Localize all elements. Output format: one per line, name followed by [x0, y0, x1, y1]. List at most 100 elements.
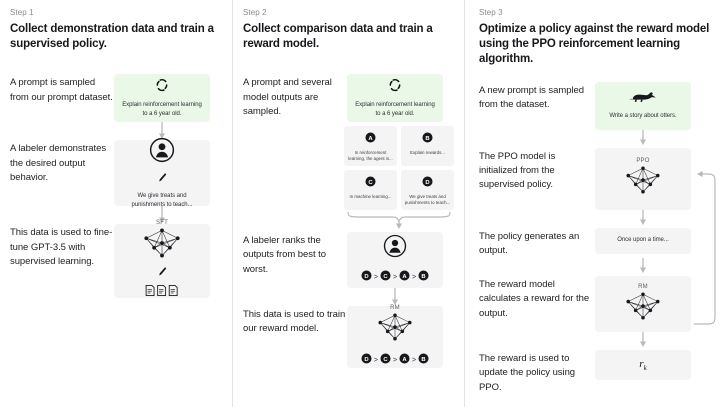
step-3-caption-3: The policy generates an output. — [479, 230, 580, 256]
svg-text:B: B — [425, 136, 429, 142]
ppo-model-box: PPO — [595, 147, 691, 210]
person-icon — [149, 137, 175, 168]
prompt-box-step1: Explain reinforcement learning to a 6 ye… — [114, 74, 210, 123]
option-card: B Explain rewards... — [401, 126, 454, 167]
step-1-caption-1: A prompt is sampled from our prompt data… — [10, 77, 113, 103]
option-text-c: In machine learning... — [349, 194, 392, 200]
arrow-down-icon — [114, 206, 210, 224]
rank-badge-1: D — [361, 268, 372, 286]
letter-badge-d: D — [422, 174, 433, 192]
rank-separator: > — [392, 356, 398, 364]
step-3-row-5: The reward is used to update the policy … — [479, 350, 710, 395]
step-2-caption-1: A prompt and several model outputs are s… — [243, 77, 332, 117]
rank-separator: > — [412, 273, 417, 281]
step-1-column: Step 1 Collect demonstration data and tr… — [0, 0, 232, 407]
step-3-row-1: A new prompt is sampled from the dataset… — [479, 81, 710, 130]
pencil-icon — [158, 170, 167, 188]
prompt-text-step3: Write a story about otters. — [609, 113, 677, 120]
step-3-title: Optimize a policy against the reward mod… — [479, 23, 710, 66]
svg-text:C: C — [383, 357, 388, 363]
neural-network-icon — [622, 291, 664, 325]
reward-symbol: rk — [639, 357, 647, 373]
step-2-column: Step 2 Collect comparison data and train… — [232, 0, 464, 407]
neural-network-icon — [622, 166, 664, 199]
step-1-graphic-1: Explain reinforcement learning to a 6 ye… — [114, 74, 222, 123]
step-3-caption-4: The reward model calculates a reward for… — [479, 279, 590, 319]
otter-icon — [629, 90, 657, 108]
step-2-caption-4: This data is used to train our reward mo… — [243, 309, 346, 335]
rank-badge-4: B — [418, 268, 429, 286]
ppo-label: PPO — [636, 158, 650, 165]
arrow-down-icon — [347, 288, 443, 306]
pencil-icon — [158, 264, 167, 282]
step-1-row-3: This data is used to fine-tune GPT-3.5 w… — [10, 220, 222, 299]
step-3-row-2: The PPO model is initialized from the su… — [479, 147, 710, 210]
step-2-row-2: A In reinforcement learning, the agent i… — [243, 126, 454, 230]
svg-text:B: B — [422, 274, 426, 280]
connector-3a — [479, 129, 710, 148]
curly-brace-icon — [344, 210, 454, 230]
output-text-box: Once upon a time... — [595, 227, 691, 254]
step-1-graphic-2: We give treats and punishments to teach.… — [114, 137, 222, 208]
refresh-cycle-icon — [155, 78, 169, 97]
step-1-rows: A prompt is sampled from our prompt data… — [10, 74, 222, 299]
svg-text:A: A — [368, 136, 373, 142]
step-1-label: Step 1 — [10, 8, 34, 17]
step-2-label: Step 2 — [243, 8, 267, 17]
step-1-title: Collect demonstration data and train a s… — [10, 23, 214, 51]
step-2-row-4: This data is used to train our reward mo… — [243, 305, 454, 369]
connector-2b — [243, 288, 454, 306]
arrow-down-icon — [595, 258, 691, 276]
svg-text:D: D — [425, 180, 429, 186]
rm-model-box-step3: RM — [595, 276, 691, 333]
step-3-graphic-2: PPO — [595, 147, 710, 210]
svg-text:A: A — [402, 357, 407, 363]
ranking-sequence: D > C > A > B — [361, 268, 429, 286]
prompt-box-step2: Explain reinforcement learning to a 6 ye… — [347, 74, 443, 123]
prompt-text-step2: Explain reinforcement learning to a 6 ye… — [355, 102, 435, 117]
step-2-caption-3: A labeler ranks the outputs from best to… — [243, 235, 326, 275]
labeler-box-step1: We give treats and punishments to teach.… — [114, 137, 210, 208]
refresh-cycle-icon — [388, 78, 402, 97]
step-3-caption-1: A new prompt is sampled from the dataset… — [479, 84, 584, 110]
step-2-row-3: A labeler ranks the outputs from best to… — [243, 232, 454, 289]
reward-box: rk — [595, 350, 691, 381]
step-3-graphic-5: rk — [595, 350, 710, 381]
prompt-box-step3: Write a story about otters. — [595, 81, 691, 130]
arrow-down-icon — [595, 209, 691, 228]
rank-separator: > — [392, 273, 398, 281]
step-3-graphic-3: Once upon a time... — [595, 227, 710, 254]
svg-text:A: A — [402, 274, 407, 280]
option-text-d: We give treats and punishments to teach.… — [404, 194, 451, 206]
step-3-caption-2: The PPO model is initialized from the su… — [479, 150, 556, 191]
rank-separator: > — [412, 356, 417, 364]
connector-3c — [479, 258, 710, 276]
option-text-a: In reinforcement learning, the agent is.… — [348, 150, 393, 162]
step-2-graphic-3: D > C > A > B — [347, 232, 454, 289]
arrow-down-icon — [595, 332, 691, 350]
rank-badge-2: C — [380, 268, 391, 286]
output-text: Once upon a time... — [617, 237, 669, 244]
connector-3b — [479, 209, 710, 228]
sft-model-box: SFT — [114, 220, 210, 299]
rank-badge-1: D — [361, 351, 372, 369]
step-1-row-1: A prompt is sampled from our prompt data… — [10, 74, 222, 123]
step-3-graphic-1: Write a story about otters. — [595, 81, 710, 130]
neural-network-icon — [140, 228, 184, 263]
connector-1a — [10, 122, 222, 140]
step-1-graphic-3: SFT — [114, 220, 222, 299]
step-2-graphic-4: RM — [347, 305, 454, 369]
ranking-box: D > C > A > B — [347, 232, 443, 289]
rank-badge-3: A — [399, 351, 410, 369]
option-card: A In reinforcement learning, the agent i… — [344, 126, 397, 167]
step-3-rows: A new prompt is sampled from the dataset… — [479, 81, 710, 395]
step-1-caption-3: This data is used to fine-tune GPT-3.5 w… — [10, 227, 113, 267]
letter-badge-c: C — [365, 174, 376, 192]
rank-separator: > — [373, 273, 378, 281]
option-grid: A In reinforcement learning, the agent i… — [344, 126, 454, 211]
connector-3d — [479, 332, 710, 350]
rm-model-box-step2: RM — [347, 305, 443, 369]
step-2-row-1: A prompt and several model outputs are s… — [243, 74, 454, 123]
step-2-graphic-1: Explain reinforcement learning to a 6 ye… — [347, 74, 454, 123]
step-3-graphic-4: RM — [595, 276, 710, 333]
